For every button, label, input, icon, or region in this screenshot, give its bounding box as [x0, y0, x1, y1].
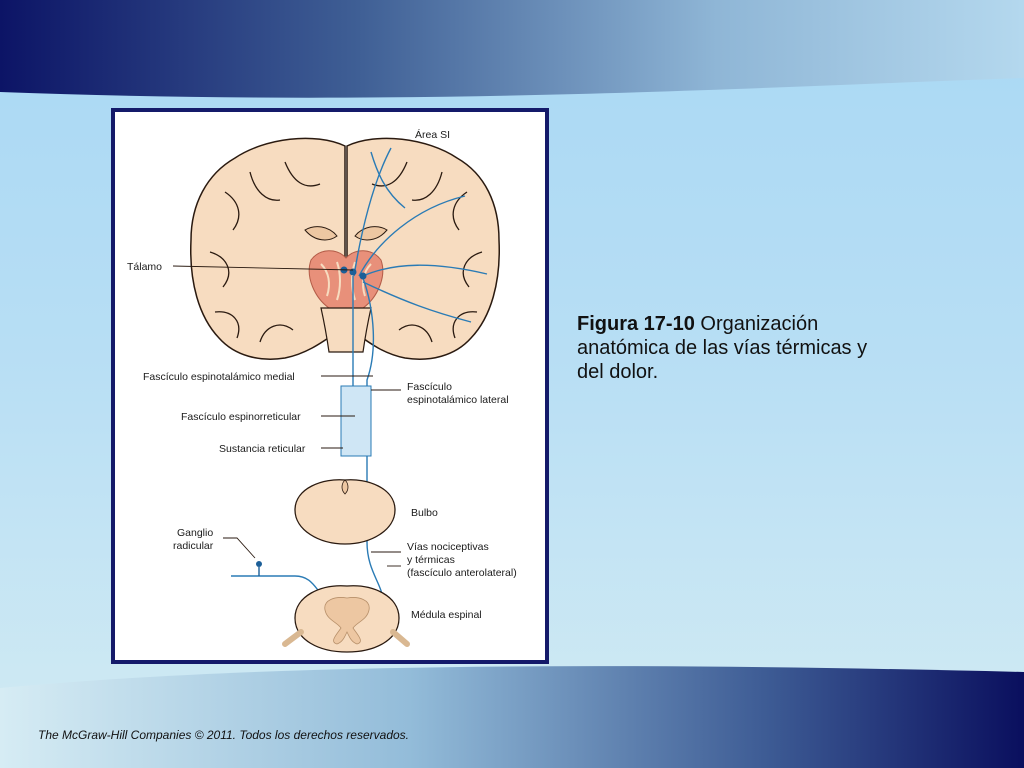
ganglion-neuron [256, 561, 262, 567]
ventricle-left [304, 226, 338, 241]
label-vias-2: y térmicas [407, 554, 455, 566]
pathway-to-cortex-2 [358, 195, 466, 277]
thalamic-neuron-3 [359, 272, 367, 280]
label-bulbo: Bulbo [411, 507, 438, 519]
label-ganglio-1: Ganglio [177, 527, 213, 539]
pathway-to-cortex-4 [362, 281, 472, 323]
dorsal-root-fiber [231, 575, 324, 597]
reticular-formation-box [340, 385, 372, 457]
label-area-si: Área SI [415, 128, 450, 141]
brain-left-hemisphere [190, 137, 346, 360]
copyright-footer: The McGraw-Hill Companies © 2011. Todos … [38, 728, 410, 742]
bottom-swoosh-band [0, 666, 1024, 768]
thalamus-nuclei [320, 261, 372, 301]
pathway-to-cortex-5 [370, 151, 406, 209]
pathway-to-cortex-1 [353, 147, 392, 277]
label-medula: Médula espinal [411, 609, 482, 621]
label-vias-3: (fascículo anterolateral) [407, 567, 517, 579]
medulla-section [294, 479, 396, 545]
medulla-fissure [341, 479, 349, 495]
label-vias-1: Vías nociceptivas [407, 541, 489, 553]
brainstem-upper [320, 307, 372, 353]
label-sustancia-reticular: Sustancia reticular [219, 443, 306, 455]
spinal-roots [282, 629, 410, 647]
label-fasciculo-medial: Fascículo espinotalámico medial [143, 371, 295, 383]
caption-figure-number: Figura 17-10 [577, 313, 695, 335]
label-ganglio-2: radicular [173, 540, 214, 552]
figure-frame: Área SI Tálamo Fascículo espinotalámico … [111, 108, 549, 664]
lateral-spinothalamic-tract [362, 277, 384, 603]
pain-pathway-diagram: Área SI Tálamo Fascículo espinotalámico … [127, 128, 517, 653]
top-swoosh-band [0, 0, 1024, 98]
label-fasciculo-lateral-1: Fascículo [407, 381, 452, 393]
brain-coronal-section [190, 137, 500, 360]
pathway-to-cortex-3 [362, 264, 488, 277]
label-talamo: Tálamo [127, 261, 162, 273]
leader-lines [172, 265, 401, 567]
figure-caption: Figura 17-10 Organización anatómica de l… [577, 312, 877, 384]
brain-right-hemisphere [346, 137, 500, 360]
caption-text: Organización anatómica de las vías térmi… [577, 313, 868, 383]
label-fasciculo-lateral-2: espinotalámico lateral [407, 394, 509, 406]
spinal-gray-matter [324, 597, 370, 645]
label-fasciculo-espinorreticular: Fascículo espinorreticular [181, 411, 301, 423]
